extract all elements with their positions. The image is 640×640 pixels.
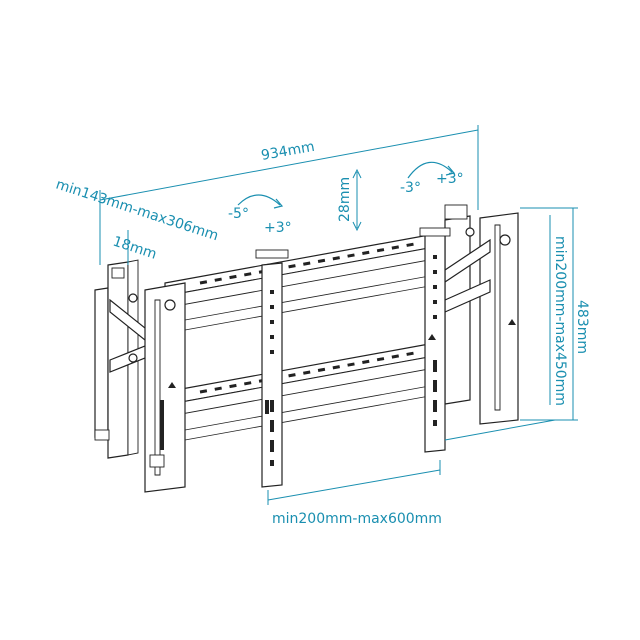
left-wall-plate [94, 287, 109, 438]
tilt-left-minus-label: -5° [228, 206, 249, 222]
vesa-horizontal-line [267, 469, 441, 501]
dimension-lines [99, 125, 578, 505]
tilt-arrows-right [407, 161, 456, 179]
rotate-arrow-icon [237, 194, 281, 206]
vesa-vertical-label: min200mm-max450mm [552, 236, 568, 406]
vesa-strip-right [419, 227, 451, 453]
right-vesa-strip [424, 229, 446, 453]
min-depth-label: 18mm [111, 234, 159, 263]
left-strip-hook [255, 249, 289, 259]
rotate-arrow-icon [407, 161, 453, 179]
tilt-right-minus-label: -3° [400, 180, 421, 196]
left-display-bracket [144, 282, 186, 493]
main-frame [164, 232, 441, 441]
depth-range-label: min143mm-max306mm [54, 177, 221, 245]
width-dim-line [99, 129, 479, 201]
overall-width-label: 934mm [260, 139, 316, 164]
tilt-left-plus-label: +3° [264, 220, 292, 236]
vesa-horizontal-label: min200mm-max600mm [272, 511, 442, 527]
right-wall-bracket [444, 204, 519, 425]
vertical-adjust-label: 28mm [337, 177, 353, 222]
tilt-arrows-left [237, 194, 284, 209]
overall-height-label: 483mm [574, 300, 590, 354]
rail-slots [199, 241, 421, 394]
tilt-right-plus-label: +3° [436, 171, 464, 187]
vesa-strip-left [255, 249, 289, 488]
left-vesa-strip [261, 262, 283, 488]
